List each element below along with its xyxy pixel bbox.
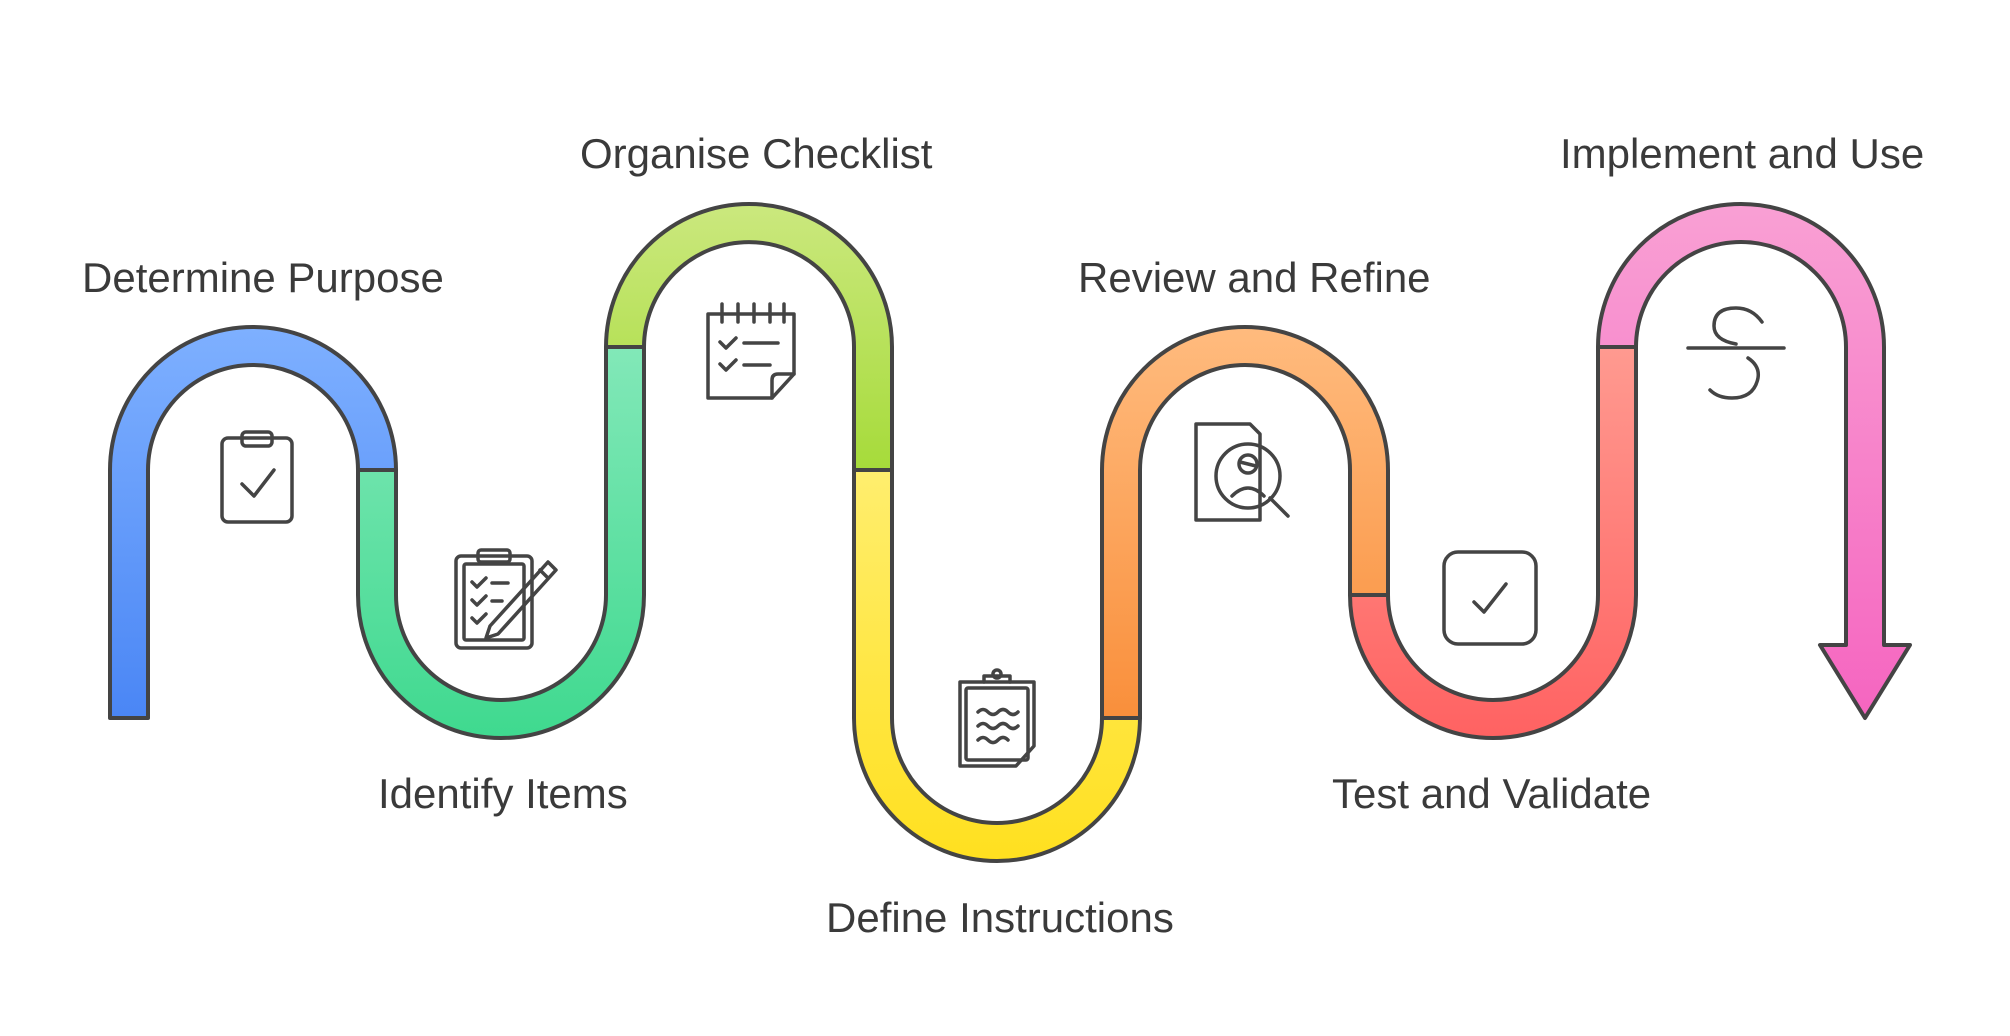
checkbox-icon <box>1442 550 1538 646</box>
notepad-checklist-icon <box>706 302 796 400</box>
strikethrough-s-icon <box>1686 306 1786 400</box>
segment-review-and-refine <box>1100 325 1390 720</box>
label-define-instructions: Define Instructions <box>826 894 1174 941</box>
clipboard-pencil-icon <box>454 548 558 650</box>
label-determine-purpose: Determine Purpose <box>82 254 444 301</box>
clipboard-text-icon <box>958 668 1036 768</box>
clipboard-check-icon <box>220 430 294 524</box>
segment-implement-and-use <box>1596 202 1912 720</box>
label-review-and-refine: Review and Refine <box>1078 254 1431 301</box>
segment-test-and-validate <box>1348 345 1638 740</box>
segment-identify-items <box>356 345 646 740</box>
label-identify-items: Identify Items <box>378 770 628 817</box>
segment-determine-purpose <box>108 325 398 720</box>
label-organise-checklist: Organise Checklist <box>580 130 933 177</box>
segment-organise-checklist <box>604 202 894 472</box>
document-search-user-icon <box>1194 422 1290 522</box>
label-test-and-validate: Test and Validate <box>1332 770 1651 817</box>
segment-define-instructions <box>852 468 1142 863</box>
label-implement-and-use: Implement and Use <box>1560 130 1924 177</box>
